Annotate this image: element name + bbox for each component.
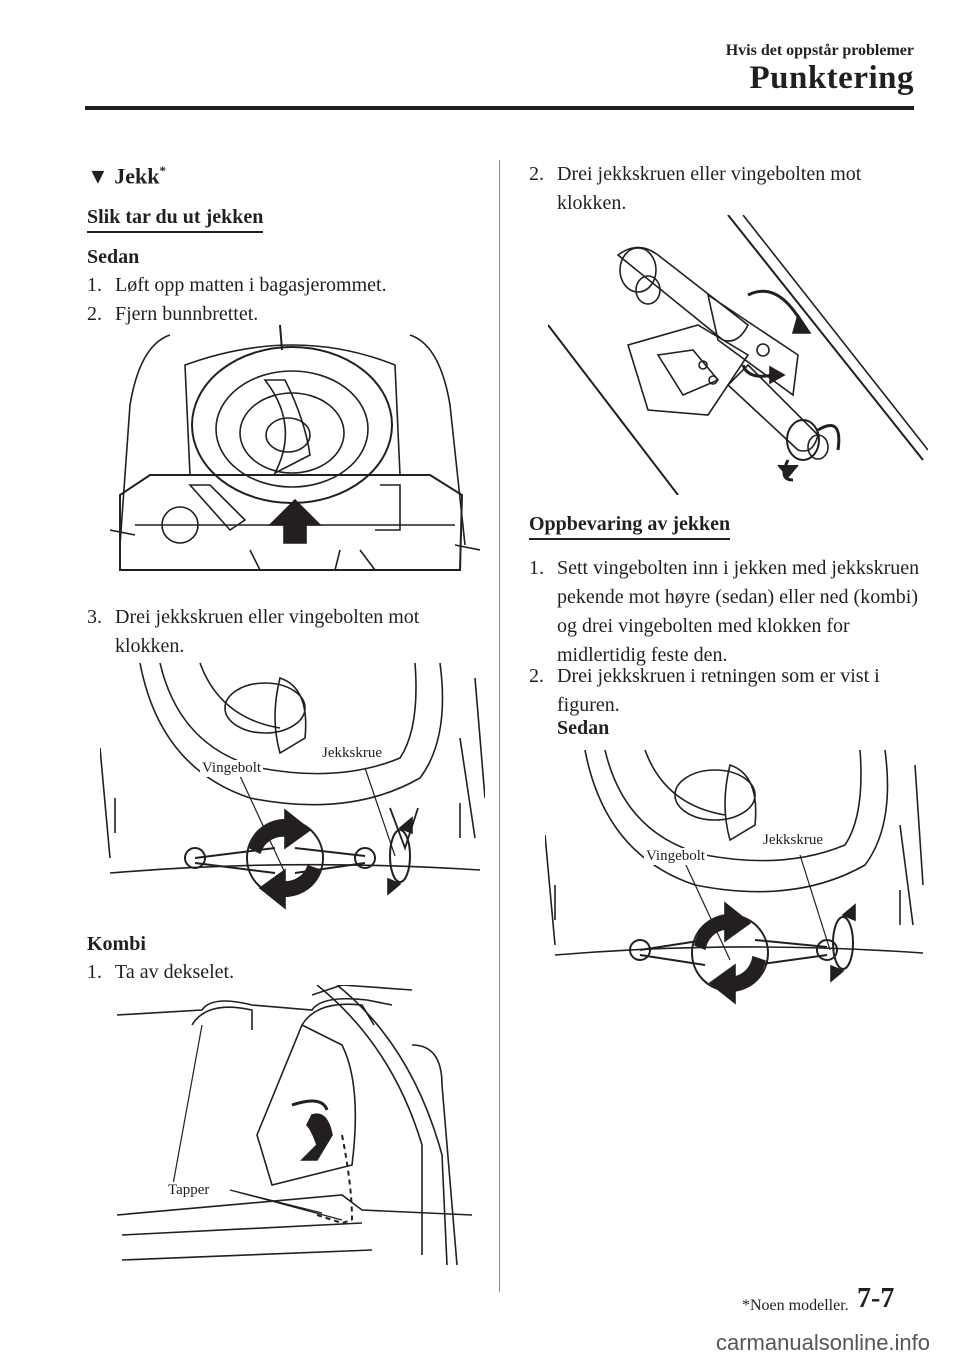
footnote-some-models: *Noen modeller.	[742, 1297, 849, 1314]
step-number: 2.	[529, 665, 544, 687]
page-number: 7-7	[857, 1283, 895, 1314]
callout-jack-screw: Jekkskrue	[761, 832, 825, 849]
step-number: 2.	[87, 303, 102, 325]
step-text: Drei jekkskruen eller vingebolten mot kl…	[115, 606, 420, 657]
callout-wing-bolt: Vingebolt	[644, 848, 708, 865]
step-item: 2. Drei jekkskruen i retningen som er vi…	[529, 662, 929, 720]
step-item: 1. Ta av dekselet.	[87, 958, 487, 987]
figure-trunk-spare-tire	[110, 325, 480, 590]
callout-tabs: Tapper	[166, 1182, 212, 1199]
step-text: Sett vingebolten inn i jekken med jekksk…	[557, 557, 920, 666]
step-item: 3. Drei jekkskruen eller vingebolten mot…	[87, 603, 487, 661]
step-number: 3.	[87, 606, 102, 628]
step-text: Ta av dekselet.	[115, 961, 235, 983]
step-text: Drei jekkskruen eller vingebolten mot kl…	[557, 163, 862, 214]
callout-wing-bolt: Vingebolt	[200, 760, 264, 777]
watermark-text: carmanualsonline.info	[716, 1330, 931, 1355]
column-divider	[499, 160, 500, 1292]
step-item: 1. Sett vingebolten inn i jekken med jek…	[529, 554, 929, 670]
label-kombi: Kombi	[87, 933, 146, 955]
step-item: 2. Drei jekkskruen eller vingebolten mot…	[529, 160, 919, 218]
running-header-title: Punktering	[749, 60, 914, 96]
step-item: 2. Fjern bunnbrettet.	[87, 300, 487, 329]
running-header-section: Hvis det oppstår problemer	[725, 42, 914, 59]
subheading-remove-jack: Slik tar du ut jekken	[87, 206, 264, 233]
step-number: 1.	[529, 557, 544, 579]
step-text: Løft opp matten i bagasjerommet.	[115, 274, 387, 296]
label-sedan: Sedan	[557, 717, 610, 739]
step-number: 2.	[529, 163, 544, 185]
triangle-marker-icon: ▼	[87, 163, 109, 189]
figure-scissor-jack	[548, 215, 928, 495]
step-number: 1.	[87, 274, 102, 296]
section-heading-text: Jekk	[114, 163, 160, 189]
figure-jack-storage-sedan	[545, 745, 925, 1015]
step-text: Drei jekkskruen i retningen som er vist …	[557, 665, 880, 716]
subheading-jack-storage: Oppbevaring av jekken	[529, 513, 731, 540]
label-sedan: Sedan	[87, 246, 140, 268]
header-rule	[85, 106, 914, 110]
footnote-asterisk: *	[159, 163, 167, 178]
figure-jack-wing-bolt	[100, 658, 485, 923]
step-number: 1.	[87, 961, 102, 983]
callout-jack-screw: Jekkskrue	[320, 745, 384, 762]
step-text: Fjern bunnbrettet.	[115, 303, 259, 325]
figure-kombi-trunk-cover	[112, 985, 477, 1275]
section-heading-jack: ▼ Jekk*	[87, 163, 166, 189]
step-item: 1. Løft opp matten i bagasjerommet.	[87, 271, 487, 300]
